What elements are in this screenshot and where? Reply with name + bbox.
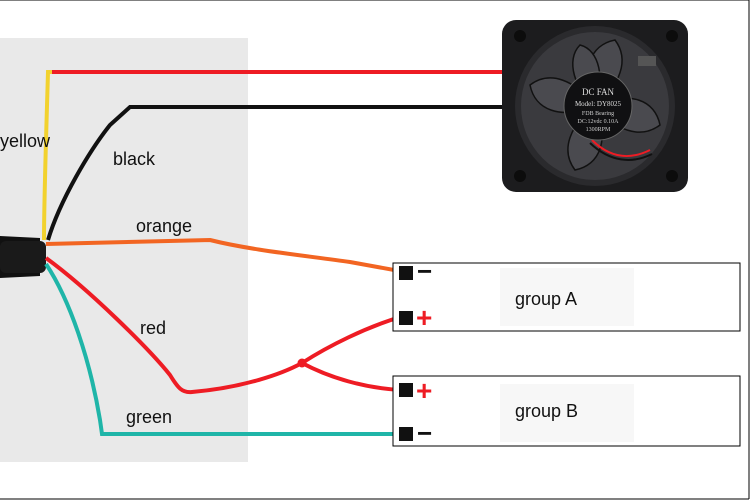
orange-label: orange xyxy=(136,216,192,236)
green-wire xyxy=(44,262,400,436)
fan-bearing: FDB Bearing xyxy=(582,111,614,117)
green-label: green xyxy=(126,407,172,427)
group-b-plus-sign: + xyxy=(416,375,432,406)
group-b-minus-sign: − xyxy=(417,418,432,448)
fan-model: Model: DY8025 xyxy=(575,100,622,108)
fan-rating: DC:12vdc 0.10A xyxy=(578,119,620,125)
orange-wire xyxy=(45,237,406,274)
group-a-plus-terminal xyxy=(399,311,413,325)
group-a-minus-terminal xyxy=(399,266,413,280)
black-wire xyxy=(46,105,505,241)
group-b-label: group B xyxy=(515,401,578,421)
yellow-wire xyxy=(42,70,54,241)
red-wire-branch-b xyxy=(301,361,401,392)
red-wire-branch-a xyxy=(300,315,401,365)
group-a-label: group A xyxy=(515,289,577,309)
red-label: red xyxy=(140,318,166,338)
black-label: black xyxy=(113,149,156,169)
fan-brand: DC FAN xyxy=(582,87,615,97)
fan-speed: 1300RPM xyxy=(586,127,611,133)
group-a-label-bg xyxy=(500,268,634,326)
dc-fan-icon xyxy=(502,20,688,192)
group-a-plus-sign: + xyxy=(416,302,432,333)
red-wire xyxy=(44,256,303,395)
yellow-label: yellow xyxy=(0,131,51,151)
cable-end xyxy=(0,241,46,273)
red-wire-junction xyxy=(297,358,307,368)
group-b-label-bg xyxy=(500,384,634,442)
group-b-plus-terminal xyxy=(399,383,413,397)
group-b-minus-terminal xyxy=(399,427,413,441)
group-a-minus-sign: − xyxy=(417,256,432,286)
